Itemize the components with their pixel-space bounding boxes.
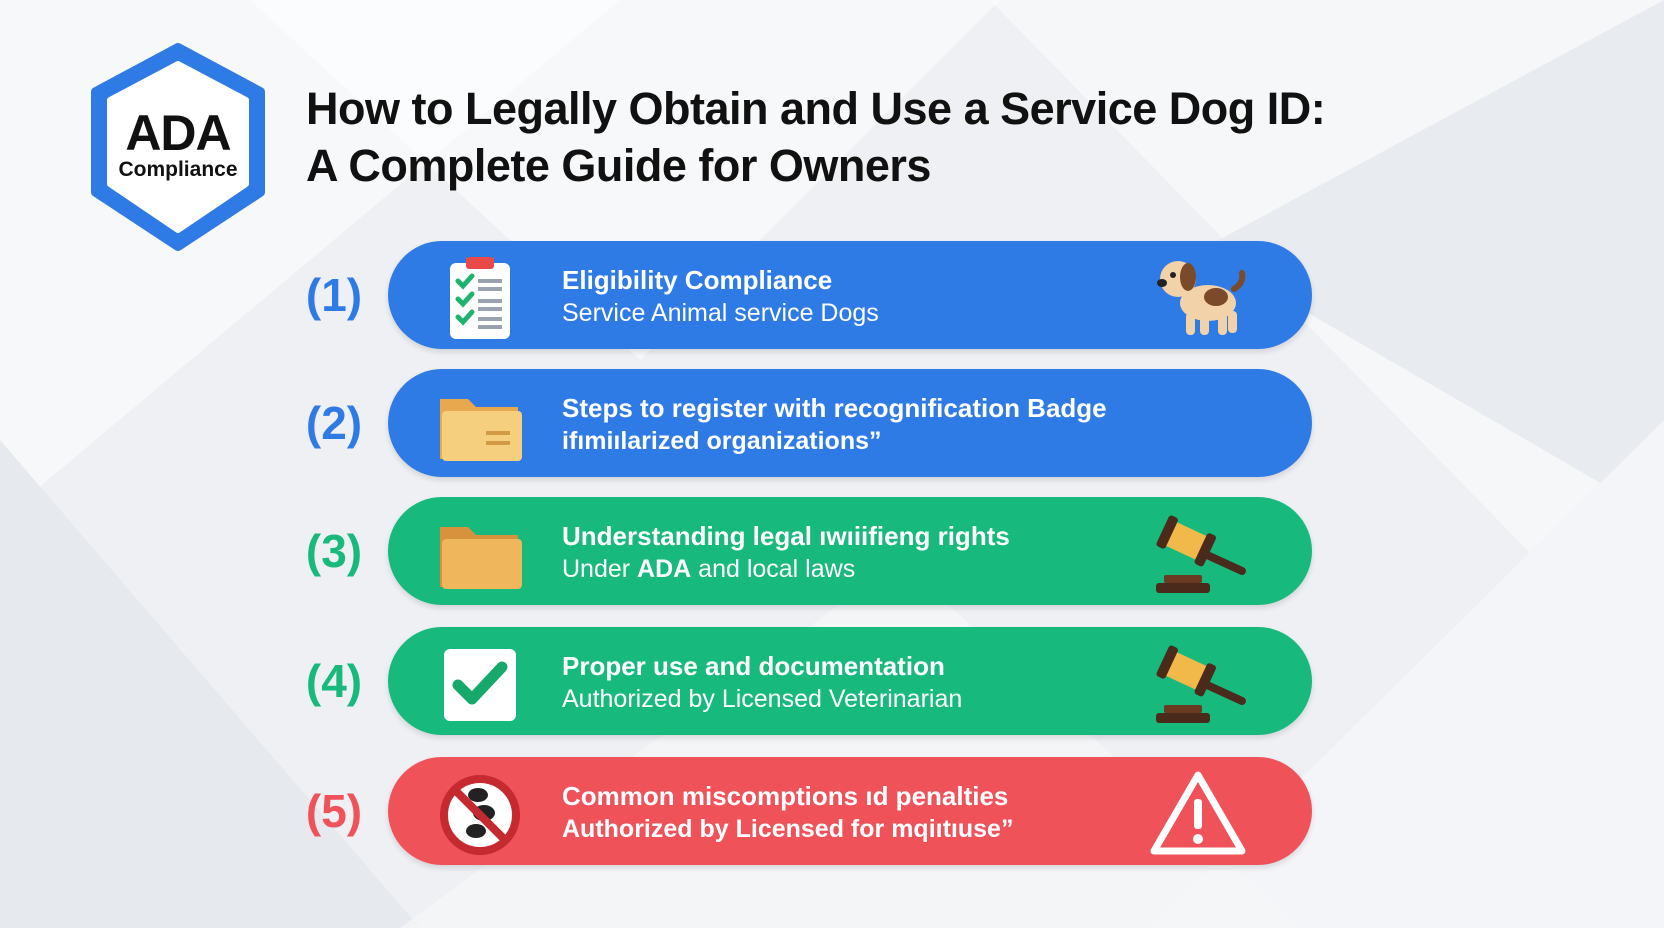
- step-title-5: Common miscomptions ıd penalties: [562, 781, 1009, 811]
- no-paw-icon: [440, 775, 520, 855]
- step-subtitle-3-bold: ADA: [637, 555, 692, 583]
- title-line-2: A Complete Guide for Owners: [306, 140, 931, 191]
- ada-compliance-badge: [91, 43, 265, 251]
- badge-ada-text: ADA: [125, 105, 231, 161]
- checklist-icon: [450, 257, 510, 339]
- step-subtitle-2: ifımiılarized organizations”: [562, 427, 882, 455]
- folder-icon: [440, 527, 522, 589]
- step-number-3: (3): [305, 525, 363, 577]
- step-title-2: Steps to register with recognification B…: [562, 393, 1107, 423]
- badge-compliance-text: Compliance: [118, 158, 238, 181]
- page-title: How to Legally Obtain and Use a Service …: [306, 80, 1506, 194]
- gavel-icon: [1156, 515, 1246, 593]
- warning-icon: [1150, 771, 1246, 855]
- folder-icon: [440, 399, 522, 461]
- step-title-3: Understanding legal ıwıiifieng rights: [562, 521, 1010, 551]
- gavel-icon: [1156, 645, 1246, 723]
- step-number-4: (4): [305, 655, 363, 707]
- step-row-3: (3) Understanding legal ıwıiifieng right…: [0, 497, 1664, 605]
- step-subtitle-3-post: and local laws: [691, 555, 856, 583]
- step-subtitle-3: Under ADA and local laws: [562, 555, 855, 584]
- step-number-1: (1): [305, 269, 363, 321]
- step-subtitle-1: Service Animal service Dogs: [562, 299, 879, 327]
- step-number-5: (5): [305, 785, 363, 837]
- step-number-2: (2): [305, 397, 363, 449]
- dog-icon: [1157, 261, 1246, 335]
- step-row-4: (4) Proper use and documentation Authori…: [0, 627, 1664, 735]
- step-subtitle-3-pre: Under: [562, 555, 638, 583]
- step-title-1: Eligibility Compliance: [562, 265, 833, 295]
- step-card-3[interactable]: Understanding legal ıwıiifieng rights Un…: [388, 497, 1312, 605]
- step-card-2[interactable]: Steps to register with recognification B…: [388, 369, 1312, 477]
- step-card-4[interactable]: Proper use and documentation Authorized …: [388, 627, 1312, 735]
- step-title-4: Proper use and documentation: [562, 651, 945, 681]
- step-row-5: (5) Common miscomptions ıd penalties Aut…: [0, 757, 1664, 865]
- step-row-1: (1) Eligibility Compliance Service Anima…: [0, 241, 1664, 349]
- step-card-1[interactable]: Eligibility Compliance Service Animal se…: [388, 241, 1312, 349]
- checkbox-icon: [444, 649, 516, 721]
- step-subtitle-4: Authorized by Licensed Veterinarian: [562, 685, 963, 713]
- step-subtitle-5: Authorized by Licensed for mqiıtıuse”: [562, 815, 1014, 843]
- title-line-1: How to Legally Obtain and Use a Service …: [306, 83, 1326, 134]
- step-card-5[interactable]: Common miscomptions ıd penalties Authori…: [388, 757, 1312, 865]
- step-row-2: (2) Steps to register with recognificati…: [0, 369, 1664, 477]
